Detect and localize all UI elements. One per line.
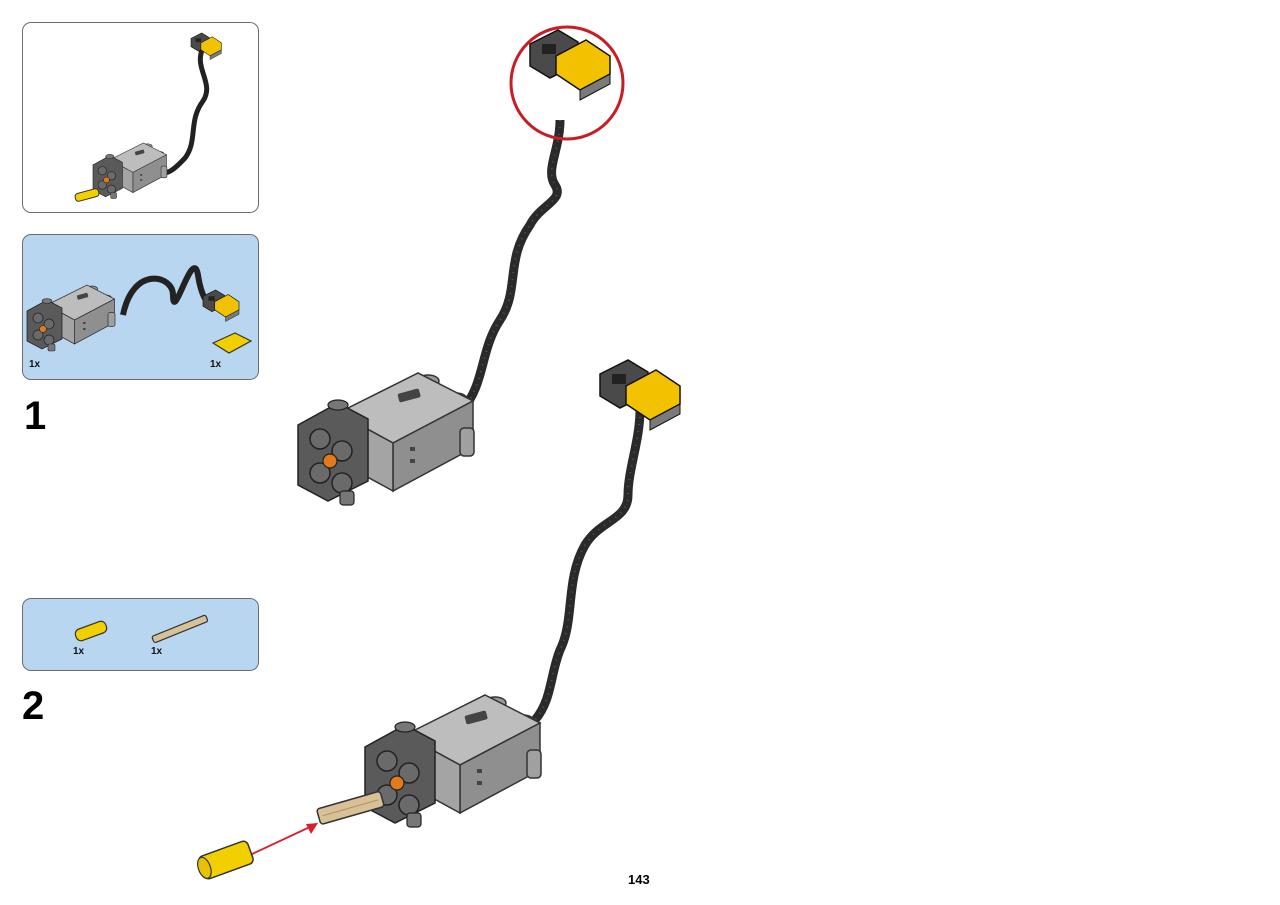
- motor-part-icon: [26, 265, 253, 354]
- part-quantity: 1x: [210, 359, 222, 370]
- step2-parts-panel: 1x 1x: [22, 598, 259, 671]
- motor-preview-illustration: [74, 32, 222, 202]
- connector-part-icon: [74, 614, 209, 644]
- page-number: 143: [628, 872, 650, 887]
- part-quantity: 1x: [151, 646, 163, 657]
- part-quantity: 1x: [29, 359, 41, 370]
- step1-parts-panel: 1x 1x: [22, 234, 259, 380]
- callout-circle: [509, 25, 625, 141]
- step-number: 2: [22, 684, 45, 728]
- model-preview-panel: [22, 22, 259, 213]
- insert-arrow: [249, 825, 313, 856]
- part-quantity: 1x: [73, 646, 85, 657]
- step-number: 1: [24, 394, 47, 438]
